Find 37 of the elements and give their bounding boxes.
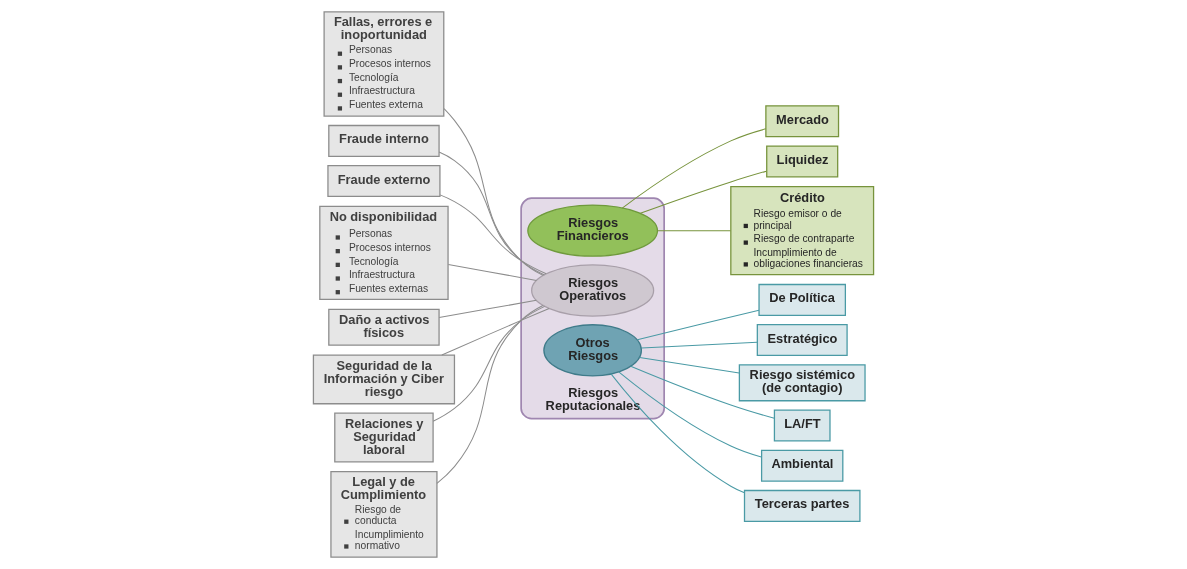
connector — [636, 309, 760, 341]
node-box: Fallas, errores e inoportunidad Personas Procesos internos Tecnología Infraestructura Fuentes externa — [323, 11, 445, 117]
node-box: Relaciones y Seguridad laboral — [334, 412, 434, 463]
connector — [432, 305, 546, 422]
connector — [438, 299, 537, 319]
connector — [639, 170, 767, 214]
node-box: Mercado — [765, 105, 840, 138]
node-box: No disponibilidad Personas Procesos internos Tecnología Infraestructura Fuentes externas — [319, 205, 449, 301]
connector — [610, 373, 745, 494]
node-box: De Política — [758, 283, 846, 316]
node-box: Legal y de Cumplimiento Riesgo de conducta Incumplimiento normativo — [330, 471, 438, 558]
connector — [639, 357, 740, 374]
node-box: Crédito Riesgo emisor o de principal Riesgo de contraparte Incumplimiento de obligaciones financieras — [730, 186, 875, 276]
node-ellipse: Riesgos Financieros — [527, 204, 659, 257]
node-box: Estratégico — [756, 324, 848, 357]
connector — [618, 371, 762, 458]
node-ellipse: Otros Riesgos — [543, 324, 643, 377]
node-box: Ambiental — [760, 449, 844, 482]
node-box: Riesgo sistémico (de contagio) — [738, 364, 866, 402]
connector — [436, 305, 544, 484]
node-box: Fraude interno — [328, 124, 440, 157]
node-box: Fraude externo — [327, 165, 441, 198]
connector — [439, 194, 547, 275]
node-box: Terceras partes — [743, 489, 861, 522]
node-box: LA/FT — [773, 409, 831, 442]
connector — [447, 263, 537, 281]
node-box: Seguridad de la Información y Ciber riesgo — [312, 354, 456, 405]
node-box: Liquidez — [766, 145, 839, 178]
connector — [443, 108, 544, 276]
node-box: Daño a activos físicos — [328, 308, 440, 346]
connector — [441, 307, 550, 356]
connector — [640, 341, 758, 349]
connector — [657, 230, 732, 232]
node-ellipse: Riesgos Operativos — [531, 264, 655, 317]
connector — [621, 128, 767, 209]
connector — [438, 151, 545, 276]
connector — [630, 365, 775, 419]
